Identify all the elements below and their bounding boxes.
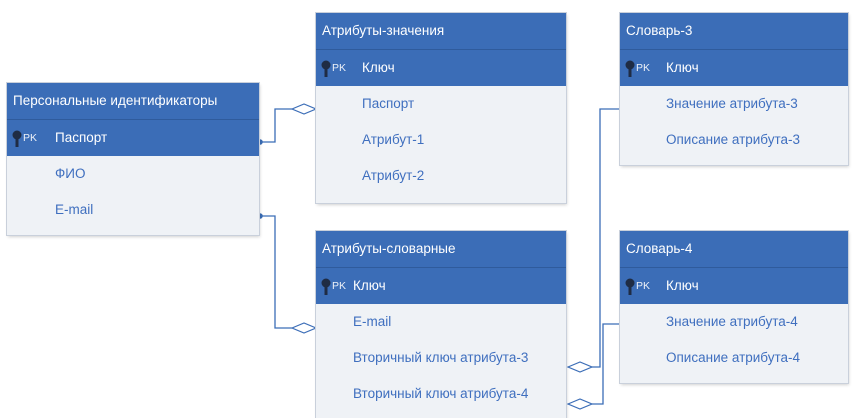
entity-dictionary-3[interactable]: Словарь-3 PK Ключ Значение атрибута-3 Оп… [620,13,848,165]
entity-attribute-dictionary[interactable]: Атрибуты-словарные PK Ключ E-mail Вторич… [316,231,566,418]
field-label: Описание атрибута-3 [666,132,801,147]
key-icon [625,60,635,77]
pk-badge: PK [332,62,347,74]
diamond-icon [566,361,594,373]
field-label: E-mail [353,314,392,329]
field-label: ФИО [55,166,86,181]
field-row[interactable]: Атрибут-1 [316,122,566,158]
field-row[interactable]: Описание атрибута-3 [620,122,848,158]
field-label: Атрибут-1 [362,132,425,147]
key-icon [321,278,331,295]
key-icon [625,278,635,295]
pk-row[interactable]: PK Ключ [316,268,566,304]
key-icon [12,130,22,147]
field-label: Вторичный ключ атрибута-4 [353,386,529,401]
field-label: Описание атрибута-4 [666,350,801,365]
field-row[interactable]: ФИО [7,156,259,192]
pk-field: Ключ [353,278,386,293]
pk-row[interactable]: PK Паспорт [7,120,259,156]
field-row[interactable]: E-mail [7,192,259,228]
field-label: Атрибут-2 [362,168,425,183]
field-row[interactable]: Вторичный ключ атрибута-4 [316,376,566,412]
field-row[interactable]: Описание атрибута-4 [620,340,848,376]
field-row[interactable]: Значение атрибута-4 [620,304,848,340]
diamond-icon [290,103,318,115]
pk-row[interactable]: PK Ключ [316,50,566,86]
relation-passport-line [260,108,292,143]
pk-row[interactable]: PK Ключ [620,50,848,86]
pk-badge: PK [23,132,38,144]
pk-row[interactable]: PK Ключ [620,268,848,304]
pk-badge: PK [636,62,651,74]
relation-dict4-line [592,323,624,405]
pk-badge: PK [636,280,651,292]
pk-field: Ключ [666,60,699,75]
entity-personal-identifiers[interactable]: Персональные идентификаторы PK Паспорт Ф… [7,83,259,235]
field-label: Вторичный ключ атрибута-3 [353,350,529,365]
pk-field: Ключ [666,278,699,293]
relation-email-line [260,215,292,329]
entity-title: Персональные идентификаторы [7,83,259,120]
entity-attribute-values[interactable]: Атрибуты-значения PK Ключ Паспорт Атрибу… [316,13,566,203]
diamond-icon [566,398,594,410]
pk-field: Паспорт [55,130,108,145]
field-row[interactable]: Паспорт [316,86,566,122]
field-label: Значение атрибута-4 [666,314,798,329]
field-row[interactable]: Вторичный ключ атрибута-3 [316,340,566,376]
diamond-icon [290,322,318,334]
pk-badge: PK [332,280,347,292]
field-row[interactable]: Атрибут-2 [316,158,566,194]
entity-title: Словарь-3 [620,13,848,50]
entity-dictionary-4[interactable]: Словарь-4 PK Ключ Значение атрибута-4 Оп… [620,231,848,383]
relation-dict3-line [592,108,624,368]
field-label: Паспорт [362,96,415,111]
pk-field: Ключ [362,60,395,75]
field-label: E-mail [55,202,94,217]
field-label: Значение атрибута-3 [666,96,798,111]
entity-title: Атрибуты-словарные [316,231,566,268]
key-icon [321,60,331,77]
field-row[interactable]: Значение атрибута-3 [620,86,848,122]
entity-title: Словарь-4 [620,231,848,268]
entity-title: Атрибуты-значения [316,13,566,50]
field-row[interactable]: E-mail [316,304,566,340]
